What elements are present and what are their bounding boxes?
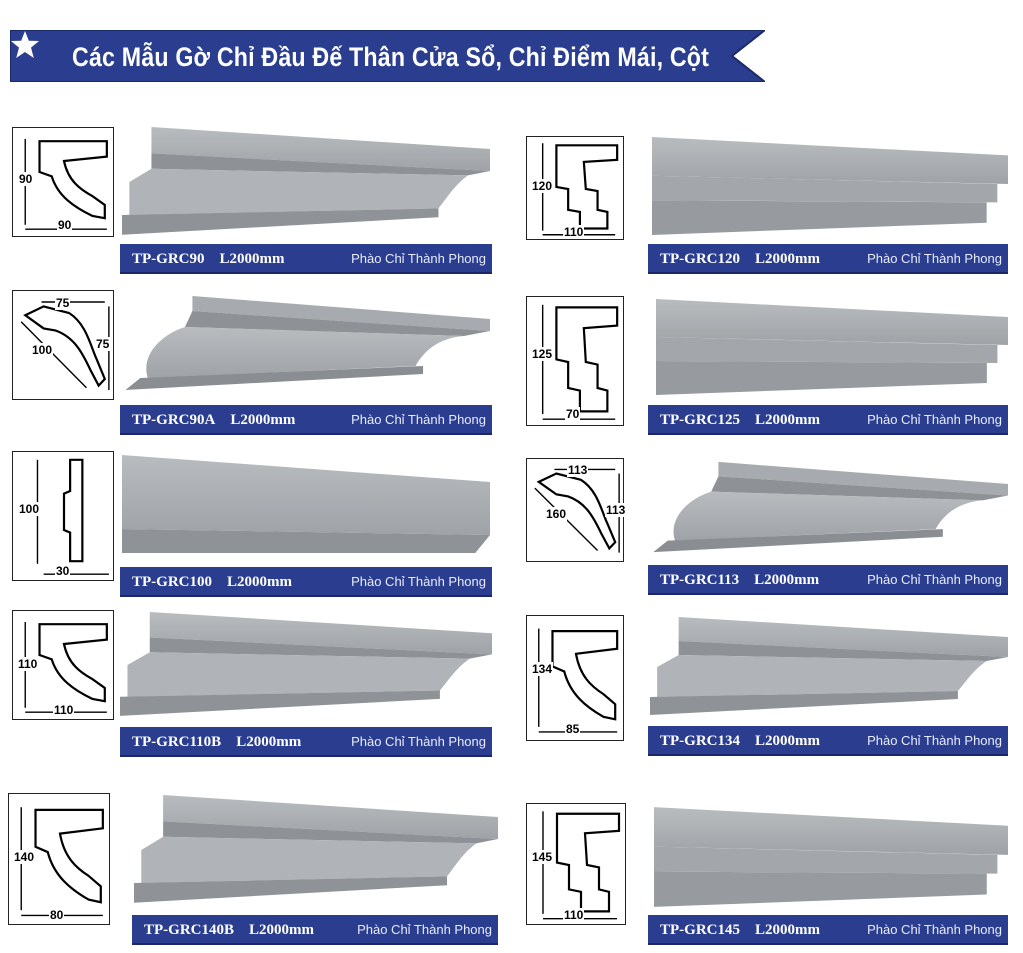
profile-drawing [36, 458, 109, 575]
dimension-label: 80 [49, 908, 65, 922]
molding-render [122, 455, 490, 555]
product-label: TP-GRC134 L2000mm Phào Chỉ Thành Phong [648, 726, 1008, 756]
profile-diagram: 113 160 113 [526, 458, 627, 562]
molding-render [646, 460, 1008, 556]
product-label: TP-GRC120 L2000mm Phào Chỉ Thành Phong [648, 244, 1008, 274]
dimension-label: 75 [55, 296, 71, 310]
star-icon [11, 31, 39, 58]
dimension-label: 160 [545, 507, 568, 521]
product-code: TP-GRC100 L2000mm [132, 574, 292, 590]
page-title: Các Mẫu Gờ Chỉ Đầu Đế Thân Cửa Sổ, Chỉ Đ… [72, 42, 710, 72]
dimension-label: 113 [567, 463, 589, 477]
molding-render [122, 127, 490, 237]
brand-label: Phào Chỉ Thành Phong [357, 922, 492, 937]
profile-diagram: 120 110 [526, 136, 624, 240]
product-code: TP-GRC90A L2000mm [132, 412, 296, 428]
product-label: TP-GRC140B L2000mm Phào Chỉ Thành Phong [132, 915, 498, 945]
dimension-label: 110 [53, 703, 75, 717]
profile-diagram: 145 110 [526, 803, 626, 925]
product-length: L2000mm [236, 734, 302, 750]
dimension-label: 75 [95, 337, 111, 351]
brand-label: Phào Chỉ Thành Phong [867, 412, 1002, 427]
profile-diagram: 90 90 [12, 127, 114, 237]
product-code: TP-GRC140B L2000mm [144, 922, 314, 938]
profile-drawing [534, 468, 620, 553]
molding-render [118, 294, 490, 394]
brand-label: Phào Chỉ Thành Phong [867, 251, 1002, 266]
dimension-label: 110 [563, 225, 585, 239]
product-code: TP-GRC90 L2000mm [132, 251, 285, 267]
dimension-label: 90 [18, 172, 34, 186]
product-length: L2000mm [219, 251, 285, 267]
molding-render [134, 795, 498, 905]
product-code: TP-GRC145 L2000mm [660, 922, 820, 938]
brand-label: Phào Chỉ Thành Phong [351, 574, 486, 589]
product-code: TP-GRC113 L2000mm [660, 572, 820, 588]
dimension-label: 113 [605, 503, 627, 517]
dimension-label: 30 [55, 564, 71, 578]
dimension-label: 85 [565, 722, 581, 736]
profile-diagram: 125 70 [526, 296, 624, 426]
product-length: L2000mm [755, 922, 820, 938]
molding-render [656, 297, 1008, 397]
product-code: TP-GRC125 L2000mm [660, 412, 820, 428]
dimension-label: 90 [57, 218, 73, 232]
product-length: L2000mm [754, 572, 820, 588]
brand-label: Phào Chỉ Thành Phong [867, 572, 1002, 587]
molding-render [120, 612, 492, 718]
product-length: L2000mm [755, 251, 820, 267]
product-label: TP-GRC125 L2000mm Phào Chỉ Thành Phong [648, 405, 1008, 435]
product-code: TP-GRC134 L2000mm [660, 733, 820, 749]
product-code: TP-GRC120 L2000mm [660, 251, 820, 267]
brand-label: Phào Chỉ Thành Phong [351, 251, 486, 266]
dimension-label: 70 [565, 407, 581, 421]
molding-render [652, 135, 1008, 237]
dimension-label: 140 [13, 850, 36, 864]
product-length: L2000mm [755, 412, 820, 428]
dimension-label: 110 [17, 657, 39, 671]
product-length: L2000mm [230, 412, 296, 428]
profile-diagram: 100 30 [12, 451, 114, 581]
product-code: TP-GRC110B L2000mm [132, 734, 302, 750]
dimension-label: 125 [531, 347, 554, 361]
brand-label: Phào Chỉ Thành Phong [351, 412, 486, 427]
dimension-label: 120 [531, 179, 554, 193]
profile-diagram: 110 110 [12, 610, 114, 720]
profile-diagram: 75 100 75 [12, 290, 114, 400]
brand-label: Phào Chỉ Thành Phong [867, 733, 1002, 748]
dimension-label: 100 [31, 343, 54, 357]
molding-render [650, 617, 1008, 717]
product-label: TP-GRC145 L2000mm Phào Chỉ Thành Phong [648, 915, 1008, 945]
product-length: L2000mm [227, 574, 292, 590]
profile-diagram: 134 85 [526, 615, 624, 741]
profile-diagram: 140 80 [8, 793, 110, 925]
product-label: TP-GRC110B L2000mm Phào Chỉ Thành Phong [120, 727, 492, 757]
dimension-label: 134 [531, 662, 554, 676]
product-label: TP-GRC90A L2000mm Phào Chỉ Thành Phong [120, 405, 492, 435]
dimension-label: 110 [563, 908, 585, 922]
banner-ribbon [10, 30, 765, 82]
product-label: TP-GRC100 L2000mm Phào Chỉ Thành Phong [120, 567, 492, 597]
product-length: L2000mm [755, 733, 820, 749]
dimension-label: 145 [531, 850, 554, 864]
product-label: TP-GRC113 L2000mm Phào Chỉ Thành Phong [648, 565, 1008, 595]
brand-label: Phào Chỉ Thành Phong [351, 734, 486, 749]
title-banner: Các Mẫu Gờ Chỉ Đầu Đế Thân Cửa Sổ, Chỉ Đ… [10, 30, 765, 82]
product-length: L2000mm [249, 922, 314, 938]
molding-render [654, 805, 1008, 909]
brand-label: Phào Chỉ Thành Phong [867, 922, 1002, 937]
dimension-label: 100 [18, 502, 41, 516]
product-label: TP-GRC90 L2000mm Phào Chỉ Thành Phong [120, 244, 492, 274]
